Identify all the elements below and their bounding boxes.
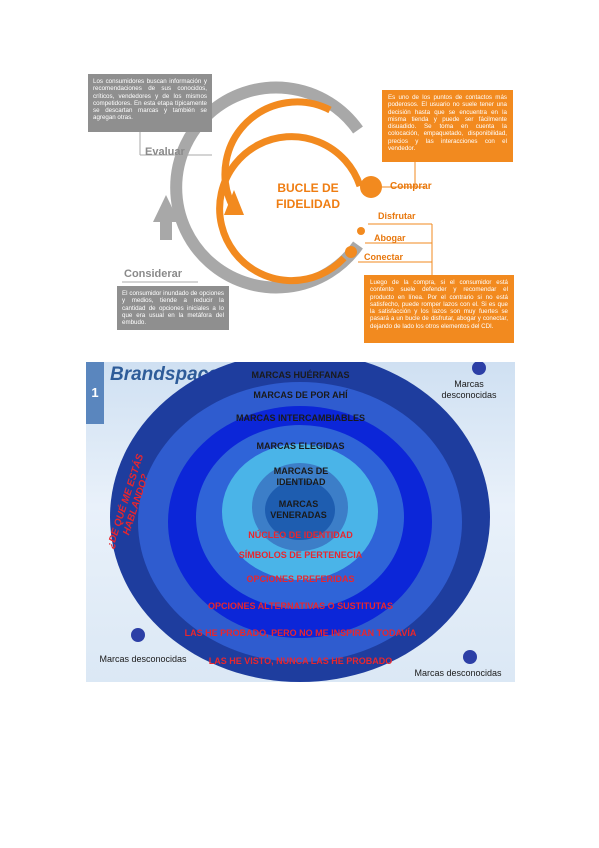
decor-dot	[463, 650, 477, 664]
loop-title-line2: FIDELIDAD	[276, 197, 340, 211]
red-label: SÍMBOLOS DE PERTENECIA	[238, 550, 363, 560]
brandspace-title: Brandspace	[110, 364, 219, 385]
red-label: LAS HE PROBADO, PERO NO ME INSPIRAN TODA…	[184, 628, 417, 638]
stage-disfrutar: Disfrutar	[378, 211, 416, 221]
considerar-description: El consumidor inundado de opciones y med…	[117, 286, 229, 330]
desc-bottom-right: Marcas desconocidas	[414, 668, 502, 678]
ring-label: MARCAS ELEGIDAS	[256, 441, 345, 451]
ring-label: MARCAS HUÉRFANAS	[251, 370, 350, 380]
red-label: LAS HE VISTO, NUNCA LAS HE PROBADO	[208, 656, 393, 666]
stage-abogar: Abogar	[374, 233, 406, 243]
red-label: OPCIONES PREFERIDAS	[246, 574, 355, 584]
comprar-description: Es uno de los puntos de contactos más po…	[382, 90, 513, 162]
desc-top-right: Marcas desconocidas	[441, 379, 497, 400]
desc-bottom-left: Marcas desconocidas	[99, 654, 187, 664]
decor-dot	[472, 362, 486, 375]
red-label: OPCIONES ALTERNATIVAS O SUSTITUTAS	[207, 601, 393, 611]
ring-label: MARCAS DE POR AHÍ	[253, 390, 348, 400]
concentric-rings	[110, 362, 490, 682]
stage-comprar: Comprar	[390, 181, 432, 192]
loop-title-line1: BUCLE DE	[277, 181, 339, 195]
brandspace-number-tab: 1	[86, 362, 104, 424]
ring-label: MARCAS VENERADAS	[270, 499, 327, 520]
loop-arrows-graphic	[122, 81, 433, 294]
evaluar-description: Los consumidores buscan información y re…	[88, 74, 212, 132]
stage-evaluar: Evaluar	[145, 146, 185, 158]
loop-title: BUCLE DE FIDELIDAD	[263, 180, 353, 212]
ring-label: MARCAS INTERCAMBIABLES	[236, 413, 365, 423]
loyalty-loop-diagram: Los consumidores buscan información y re…	[0, 0, 599, 350]
stage-considerar: Considerar	[124, 268, 183, 280]
decor-dot	[131, 628, 145, 642]
ring-label: MARCAS DE IDENTIDAD	[273, 466, 329, 487]
conectar-description: Luego de la compra, si el consumidor est…	[364, 275, 514, 343]
brandspace-diagram: 1 Brandspace ¿DE QUÉ ME ESTÁS HABLANDO? …	[86, 362, 515, 682]
red-label: NÚCLEO DE IDENTIDAD	[248, 530, 353, 540]
stage-conectar: Conectar	[364, 252, 404, 262]
